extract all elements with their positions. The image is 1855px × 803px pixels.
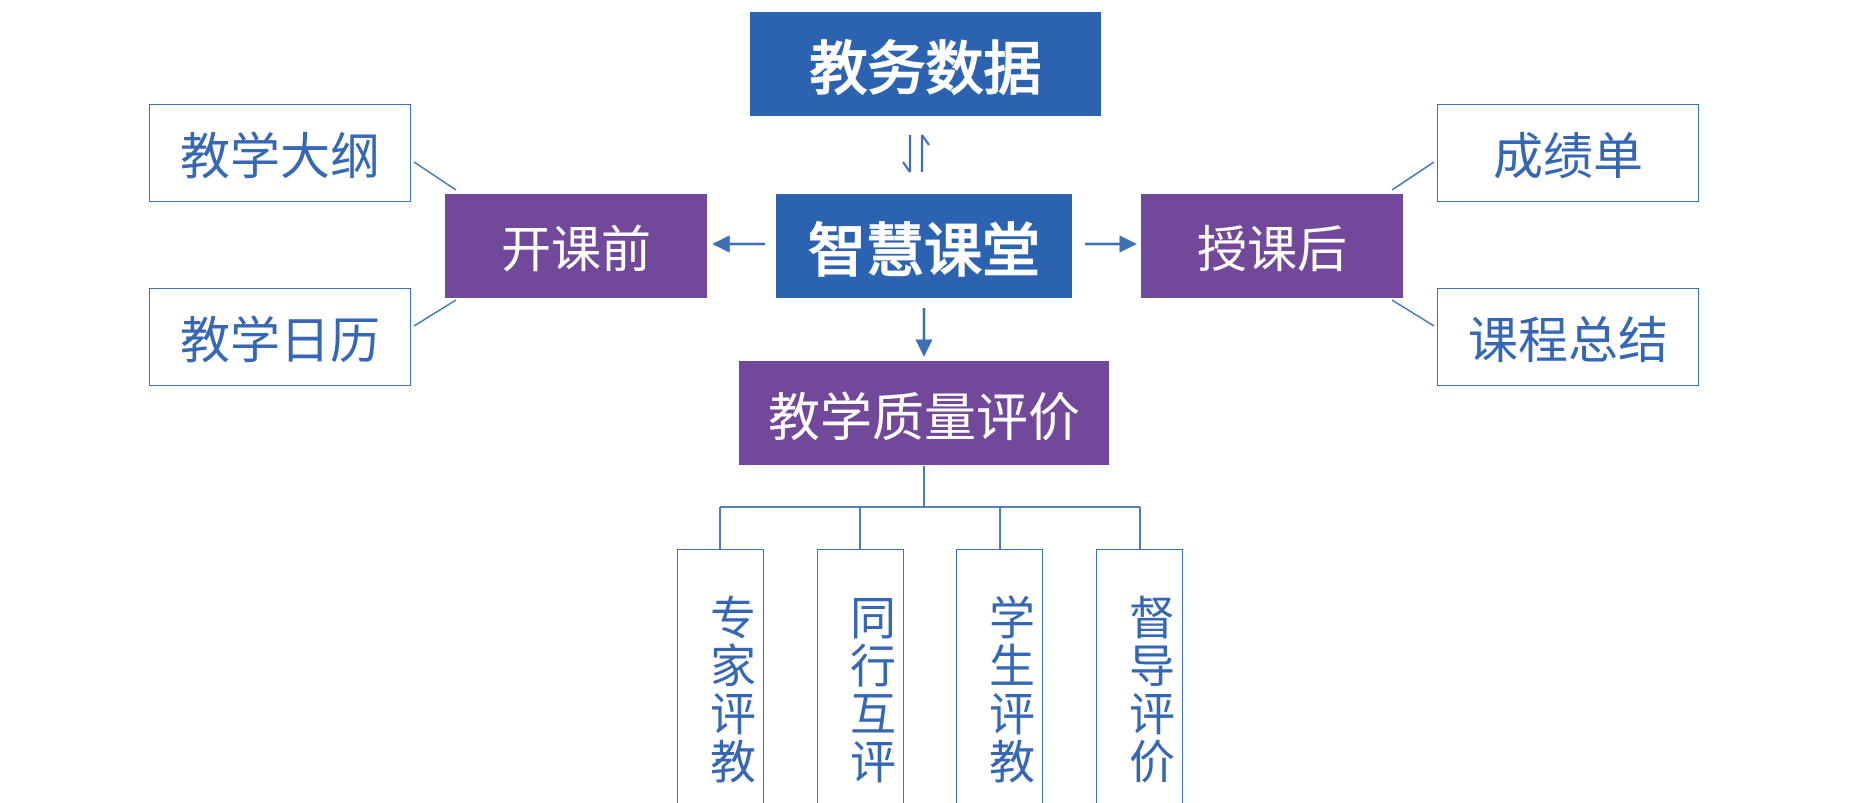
link-before-calendar <box>413 299 457 327</box>
node-peer-evaluation: 同行互评 <box>817 549 904 803</box>
node-teaching-quality-evaluation: 教学质量评价 <box>739 361 1109 465</box>
node-teaching-calendar: 教学日历 <box>149 288 411 386</box>
node-after-class: 授课后 <box>1141 194 1403 298</box>
node-smart-classroom: 智慧课堂 <box>776 194 1072 298</box>
link-before-syllabus <box>413 161 457 191</box>
bidirectional-arrow <box>902 134 930 173</box>
evaluation-tree-lines <box>719 466 1141 549</box>
node-syllabus: 教学大纲 <box>149 104 411 202</box>
node-before-class: 开课前 <box>445 194 707 298</box>
link-after-summary <box>1391 299 1435 327</box>
node-expert-evaluation: 专家评教 <box>677 549 764 803</box>
node-course-summary: 课程总结 <box>1437 288 1699 386</box>
node-academic-data: 教务数据 <box>750 12 1101 116</box>
node-grade-report: 成绩单 <box>1437 104 1699 202</box>
link-after-grades <box>1391 161 1435 191</box>
node-student-evaluation: 学生评教 <box>956 549 1043 803</box>
node-supervisor-evaluation: 督导评价 <box>1096 549 1183 803</box>
